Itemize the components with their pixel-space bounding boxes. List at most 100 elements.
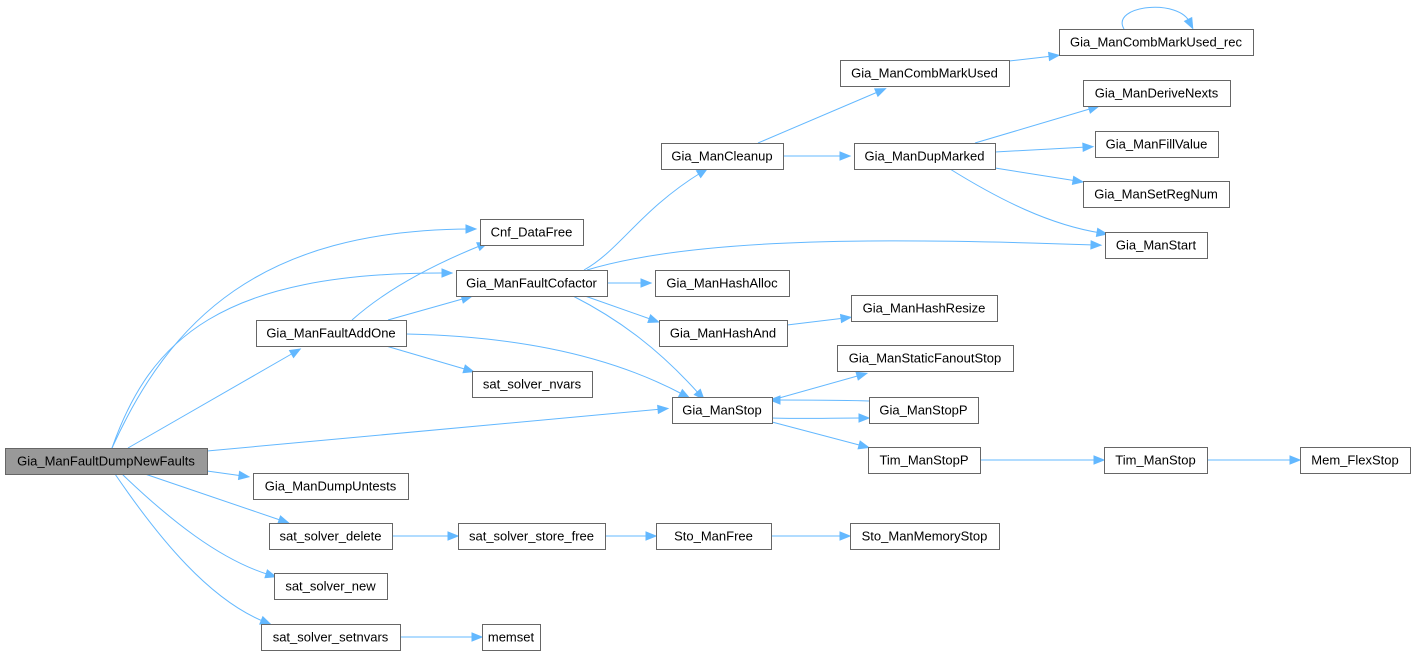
node-label: Gia_ManSetRegNum <box>1094 187 1218 202</box>
node-memset[interactable]: memset <box>482 624 541 651</box>
node-box[interactable] <box>472 371 593 398</box>
node-box[interactable] <box>850 523 1000 550</box>
node-box[interactable] <box>1104 447 1208 474</box>
edge-line <box>771 374 862 401</box>
edge-faultaddone-to-satnvars <box>385 345 476 374</box>
node-satdelete[interactable]: sat_solver_delete <box>269 523 393 550</box>
node-dupmarked[interactable]: Gia_ManDupMarked <box>854 143 996 170</box>
node-box[interactable] <box>261 624 401 651</box>
edge-satdelete-to-storefree <box>392 531 460 541</box>
node-satnew[interactable]: sat_solver_new <box>274 573 388 600</box>
node-box[interactable] <box>1095 131 1219 158</box>
edge-line <box>583 171 703 271</box>
node-label: Gia_ManHashAnd <box>670 326 776 341</box>
node-box[interactable] <box>1300 447 1411 474</box>
node-box[interactable] <box>661 143 784 170</box>
node-box[interactable] <box>253 473 409 500</box>
edge-dupmarked-to-derivenexts <box>974 104 1101 144</box>
node-box[interactable] <box>655 270 790 297</box>
node-stomanfree[interactable]: Sto_ManFree <box>656 523 772 550</box>
edge-line <box>757 90 881 144</box>
edge-line <box>775 399 870 402</box>
edge-arrowhead <box>677 388 691 399</box>
node-dumpuntests[interactable]: Gia_ManDumpUntests <box>253 473 409 500</box>
node-label: Gia_ManStopP <box>879 403 967 418</box>
node-box[interactable] <box>456 270 608 297</box>
node-box[interactable] <box>482 624 541 651</box>
node-box[interactable] <box>672 397 773 424</box>
edge-root-to-satnew <box>121 473 278 579</box>
node-box[interactable] <box>480 219 584 246</box>
node-memflexstop[interactable]: Mem_FlexStop <box>1300 447 1411 474</box>
edge-arrowhead <box>288 348 302 359</box>
edge-line <box>351 244 483 321</box>
node-manstop[interactable]: Gia_ManStop <box>672 397 773 424</box>
edge-arrowhead <box>1095 227 1109 237</box>
edge-combmarkused-to-combmarkusedrec <box>1008 51 1061 62</box>
node-label: sat_solver_setnvars <box>273 630 389 645</box>
node-combmarkused[interactable]: Gia_ManCombMarkUsed <box>840 60 1010 87</box>
node-cleanup[interactable]: Gia_ManCleanup <box>661 143 784 170</box>
node-box[interactable] <box>868 447 981 474</box>
node-box[interactable] <box>1083 80 1231 107</box>
node-box[interactable] <box>840 60 1010 87</box>
edge-line <box>111 272 447 449</box>
node-label: memset <box>488 630 535 645</box>
edge-line <box>127 351 296 449</box>
node-cnf_datafree[interactable]: Cnf_DataFree <box>480 219 584 246</box>
edge-arrowhead <box>768 395 781 405</box>
node-fillvalue[interactable]: Gia_ManFillValue <box>1095 131 1219 158</box>
node-setregnum[interactable]: Gia_ManSetRegNum <box>1083 181 1230 208</box>
node-box[interactable] <box>851 295 998 322</box>
node-derivenexts[interactable]: Gia_ManDeriveNexts <box>1083 80 1231 107</box>
edge-root-to-faultcofactor <box>111 268 454 449</box>
edge-arrowhead <box>1047 51 1061 62</box>
edge-arrowhead <box>471 632 484 642</box>
node-box[interactable] <box>269 523 393 550</box>
edge-arrowhead <box>839 531 852 541</box>
node-root[interactable]: Gia_ManFaultDumpNewFaults <box>5 448 208 475</box>
node-label: sat_solver_new <box>285 579 376 594</box>
node-box[interactable] <box>869 397 979 424</box>
node-hashresize[interactable]: Gia_ManHashResize <box>851 295 998 322</box>
edge-arrowhead <box>858 413 871 423</box>
node-box[interactable] <box>274 573 388 600</box>
node-combmarkusedrec[interactable]: Gia_ManCombMarkUsed_rec <box>1059 29 1254 56</box>
edge-arrowhead <box>277 515 290 525</box>
node-manstart[interactable]: Gia_ManStart <box>1105 232 1208 259</box>
node-timmanstopp[interactable]: Tim_ManStopP <box>868 447 981 474</box>
node-box[interactable] <box>837 345 1014 372</box>
node-box[interactable] <box>656 523 772 550</box>
node-box[interactable] <box>659 320 788 347</box>
node-box[interactable] <box>458 523 606 550</box>
node-box[interactable] <box>1105 232 1208 259</box>
edges-layer <box>111 6 1302 642</box>
node-satnvars[interactable]: sat_solver_nvars <box>472 371 593 398</box>
node-stomemstop[interactable]: Sto_ManMemoryStop <box>850 523 1000 550</box>
node-box[interactable] <box>5 448 208 475</box>
node-timmanstop[interactable]: Tim_ManStop <box>1104 447 1208 474</box>
edge-arrowhead <box>855 371 869 381</box>
edge-satsetnvars-to-memset <box>400 632 484 642</box>
node-satsetnvars[interactable]: sat_solver_setnvars <box>261 624 401 651</box>
edge-root-to-cnf_datafree <box>111 224 478 449</box>
node-faultcofactor[interactable]: Gia_ManFaultCofactor <box>456 270 608 297</box>
node-manstopp[interactable]: Gia_ManStopP <box>869 397 979 424</box>
edge-line <box>385 345 469 371</box>
node-box[interactable] <box>1059 29 1254 56</box>
edge-root-to-faultaddone <box>127 348 302 449</box>
edge-line <box>111 228 471 449</box>
edge-line <box>405 333 685 396</box>
edge-combmarkusedrec-to-combmarkusedrec <box>1121 6 1194 30</box>
edge-faultcofactor-to-cleanup <box>583 168 709 271</box>
edge-cleanup-to-combmarkused <box>757 88 887 144</box>
node-hashalloc[interactable]: Gia_ManHashAlloc <box>655 270 790 297</box>
edge-hashand-to-hashresize <box>786 313 853 326</box>
node-box[interactable] <box>256 320 407 347</box>
node-box[interactable] <box>854 143 996 170</box>
node-hashand[interactable]: Gia_ManHashAnd <box>659 320 788 347</box>
node-box[interactable] <box>1083 181 1230 208</box>
node-staticfanoutstop[interactable]: Gia_ManStaticFanoutStop <box>837 345 1014 372</box>
node-storefree[interactable]: sat_solver_store_free <box>458 523 606 550</box>
node-faultaddone[interactable]: Gia_ManFaultAddOne <box>256 320 407 347</box>
